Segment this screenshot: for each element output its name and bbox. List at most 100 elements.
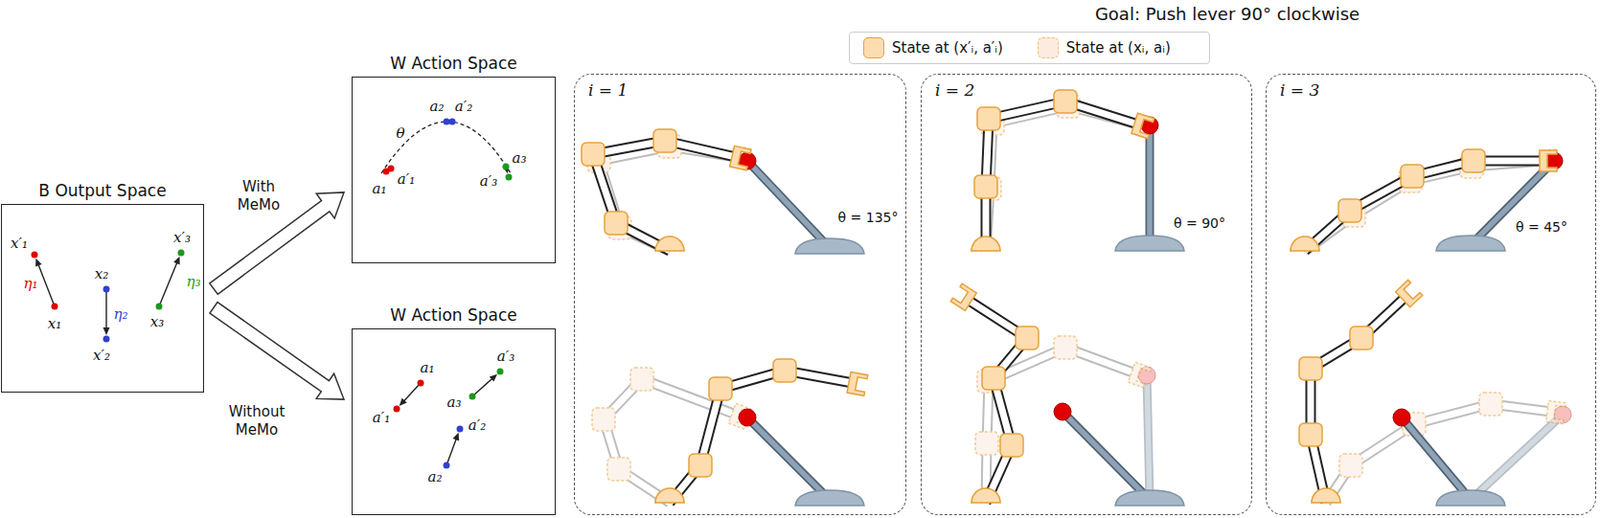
gripper <box>730 145 752 170</box>
step-panel: i = 3θ = 45° <box>1265 73 1597 516</box>
arrowhead <box>103 327 111 336</box>
robot-arm <box>971 90 1155 252</box>
arm-base <box>655 488 685 503</box>
point <box>443 462 451 470</box>
point-label: x′₂ <box>92 347 111 365</box>
illustration <box>1266 74 1596 515</box>
displacement-arrow <box>159 261 178 307</box>
point-label: x′₁ <box>10 235 28 252</box>
arm-joint <box>1053 90 1077 114</box>
arm-joint <box>1400 164 1424 188</box>
point <box>469 393 477 401</box>
point-label: x₂ <box>94 266 109 283</box>
gripper <box>1131 113 1155 138</box>
space-heading: W Action Space <box>389 305 518 325</box>
arm-joint <box>708 377 732 401</box>
arrowhead <box>453 433 460 442</box>
displacement-arrow <box>38 263 55 307</box>
point-label: x′₃ <box>173 229 191 247</box>
robot-arm <box>655 359 869 503</box>
arm-joint <box>1299 357 1323 381</box>
point <box>103 286 111 294</box>
lever-base <box>1436 490 1506 506</box>
space-heading: B Output Space <box>38 181 166 201</box>
illustration <box>921 74 1252 515</box>
point-label: η₃ <box>186 274 202 291</box>
arm-base <box>655 236 685 252</box>
point <box>443 118 451 126</box>
arm-base <box>971 236 1001 252</box>
arm-base <box>971 236 1001 252</box>
arm-base <box>971 488 1001 503</box>
arm-joint <box>1338 199 1362 223</box>
point <box>388 165 395 173</box>
illustration <box>352 77 555 263</box>
arm-base <box>1311 488 1341 503</box>
lever-ball <box>1393 409 1411 427</box>
hollow-arrow <box>209 302 344 401</box>
arm-joint <box>1339 454 1363 478</box>
point <box>505 174 513 182</box>
lever <box>738 152 865 254</box>
arm-joint <box>1349 326 1373 350</box>
displacement-arrow <box>446 437 458 466</box>
legend-swatch <box>863 37 885 59</box>
point <box>103 336 111 343</box>
step-label: i = 3 <box>1280 80 1320 100</box>
robot-arm <box>1311 392 1566 503</box>
arm-joint <box>1015 326 1039 350</box>
robot-arm <box>971 94 1154 252</box>
lever-base <box>1115 235 1185 252</box>
illustration <box>574 74 906 515</box>
lever-ball <box>1053 403 1072 421</box>
displacement-arrow <box>472 378 494 397</box>
robot-arm <box>950 283 1039 503</box>
point-label: η₂ <box>114 306 129 323</box>
action-space-box: W Action Spaceθa₂a′₂a₁a′₁a₃a′₃ <box>351 76 556 264</box>
space-heading: W Action Space <box>389 53 518 73</box>
point-label: a₃ <box>447 394 462 412</box>
arm-joint <box>1299 423 1323 447</box>
legend-box: State at (x′ᵢ, a′ᵢ)State at (xᵢ, aᵢ) <box>848 31 1211 65</box>
gripper <box>1539 150 1557 172</box>
point <box>178 250 185 257</box>
point <box>393 406 401 413</box>
point-label: a₁ <box>372 181 388 198</box>
robot-arm <box>1290 149 1557 252</box>
point-label: a′₃ <box>497 348 515 366</box>
arm-base <box>1311 488 1341 503</box>
step-panel: i = 2θ = 90° <box>920 73 1253 516</box>
output-space-box: B Output Spacex′₁η₁x₁x₂η₂x′₂x′₃η₃x₃ <box>0 204 205 393</box>
angle-label: θ = 90° <box>1173 216 1226 231</box>
displacement-arrow <box>105 289 107 330</box>
point-label: a′₃ <box>480 173 498 190</box>
step-label: i = 1 <box>588 80 628 100</box>
illustration <box>1 205 204 392</box>
lever <box>1138 366 1156 501</box>
arm-joint <box>653 129 677 153</box>
lever <box>738 409 865 506</box>
arm-joint <box>982 366 1006 390</box>
point-label: a′₁ <box>397 171 415 188</box>
arrowhead <box>489 374 498 383</box>
gripper <box>846 371 869 396</box>
legend-text: State at (xᵢ, aᵢ) <box>1066 39 1171 57</box>
arm-joint <box>607 457 631 481</box>
point <box>502 163 510 171</box>
figure-title: Goal: Push lever 90° clockwise <box>1095 3 1360 24</box>
arm-joint <box>581 142 605 166</box>
lever <box>1053 403 1185 506</box>
arm-joint <box>1053 336 1077 360</box>
robot-arm <box>1299 279 1423 503</box>
gripper <box>1546 401 1567 425</box>
step-panel: i = 1θ = 135° <box>573 73 907 516</box>
lever-base <box>1436 235 1506 252</box>
displacement-arrow <box>403 383 421 403</box>
arm-joint <box>592 408 616 432</box>
arrowhead <box>35 258 43 268</box>
robot-arm <box>581 129 752 252</box>
point <box>31 251 39 259</box>
arm-joint <box>688 454 712 478</box>
arrowhead <box>173 256 180 266</box>
